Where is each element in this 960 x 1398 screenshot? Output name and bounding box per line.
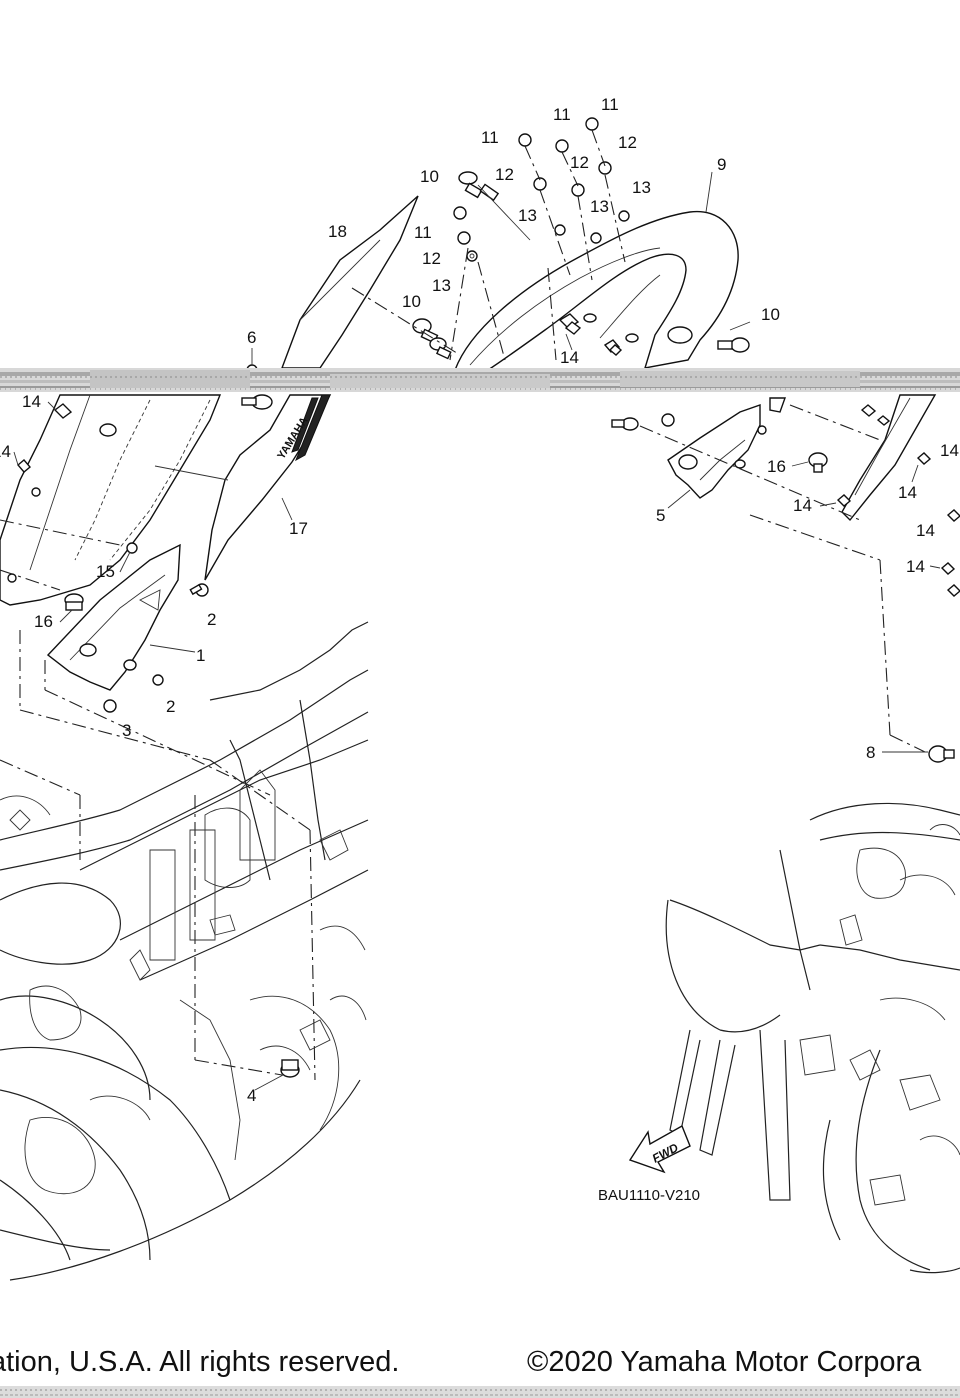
callout-14: 14 [940,441,959,460]
callout-8: 8 [866,743,875,762]
callout-labels: 1 2 2 3 4 5 6 8 9 10 10 10 11 11 11 11 1… [0,95,959,1204]
leader-lines-top [351,129,751,361]
cover-panel-1 [46,543,181,691]
scan-noise-bottom [0,1386,960,1398]
callout-2: 2 [207,610,216,629]
callout-10: 10 [420,167,439,186]
motorcycle-right [665,802,960,1274]
callout-14: 14 [560,348,579,367]
fasteners-right [611,404,960,763]
callout-5: 5 [656,506,665,525]
callout-16: 16 [34,612,53,631]
copyright-right-text: ©2020 Yamaha Motor Corpora [527,1346,922,1378]
callout-11: 11 [414,223,432,242]
side-piece-right [769,394,937,522]
callout-10: 10 [402,292,421,311]
callout-14: 14 [793,496,812,515]
callout-18: 18 [328,222,347,241]
callout-15: 15 [96,562,115,581]
callout-6: 6 [247,328,256,347]
callout-3: 3 [122,721,131,740]
callout-12: 12 [422,249,441,268]
leader-lines-right [639,404,928,753]
leader-lines-left [0,465,316,1081]
callout-12: 12 [495,165,514,184]
copyright-left-text: ation, U.S.A. All rights reserved. [0,1346,400,1378]
callout-14: 14 [906,557,925,576]
bolts-top [246,117,750,376]
callout-1: 1 [196,646,205,665]
callout-11: 11 [601,95,619,114]
callout-2: 2 [166,697,175,716]
callout-12: 12 [570,153,589,172]
bracket-5 [667,404,761,499]
fwd-arrow-icon: FWD [628,1124,691,1174]
callout-9: 9 [717,155,726,174]
fasteners-left [17,394,300,1078]
side-cover-yamaha-17: YAMAHA [204,394,332,581]
callout-14: 14 [916,521,935,540]
callout-13: 13 [590,197,609,216]
callout-leaders [13,333,941,1091]
callout-13: 13 [518,206,537,225]
callout-12: 12 [618,133,637,152]
callout-17: 17 [289,519,308,538]
callout-13: 13 [632,178,651,197]
scan-noise-band [0,368,960,392]
callout-16: 16 [767,457,786,476]
callout-14: 14 [0,442,11,461]
seat-cowl-upper [280,195,419,369]
callout-10: 10 [761,305,780,324]
callout-13: 13 [432,276,451,295]
diagram-code: BAU1110-V210 [598,1187,700,1204]
grab-bar-assembly [453,210,739,371]
callout-11: 11 [553,105,571,124]
callout-4: 4 [247,1086,256,1105]
side-cover-left [0,394,222,606]
callout-14: 14 [22,392,41,411]
callout-11: 11 [481,128,499,147]
motorcycle-frame-left [0,621,369,1281]
callout-14: 14 [898,483,917,502]
